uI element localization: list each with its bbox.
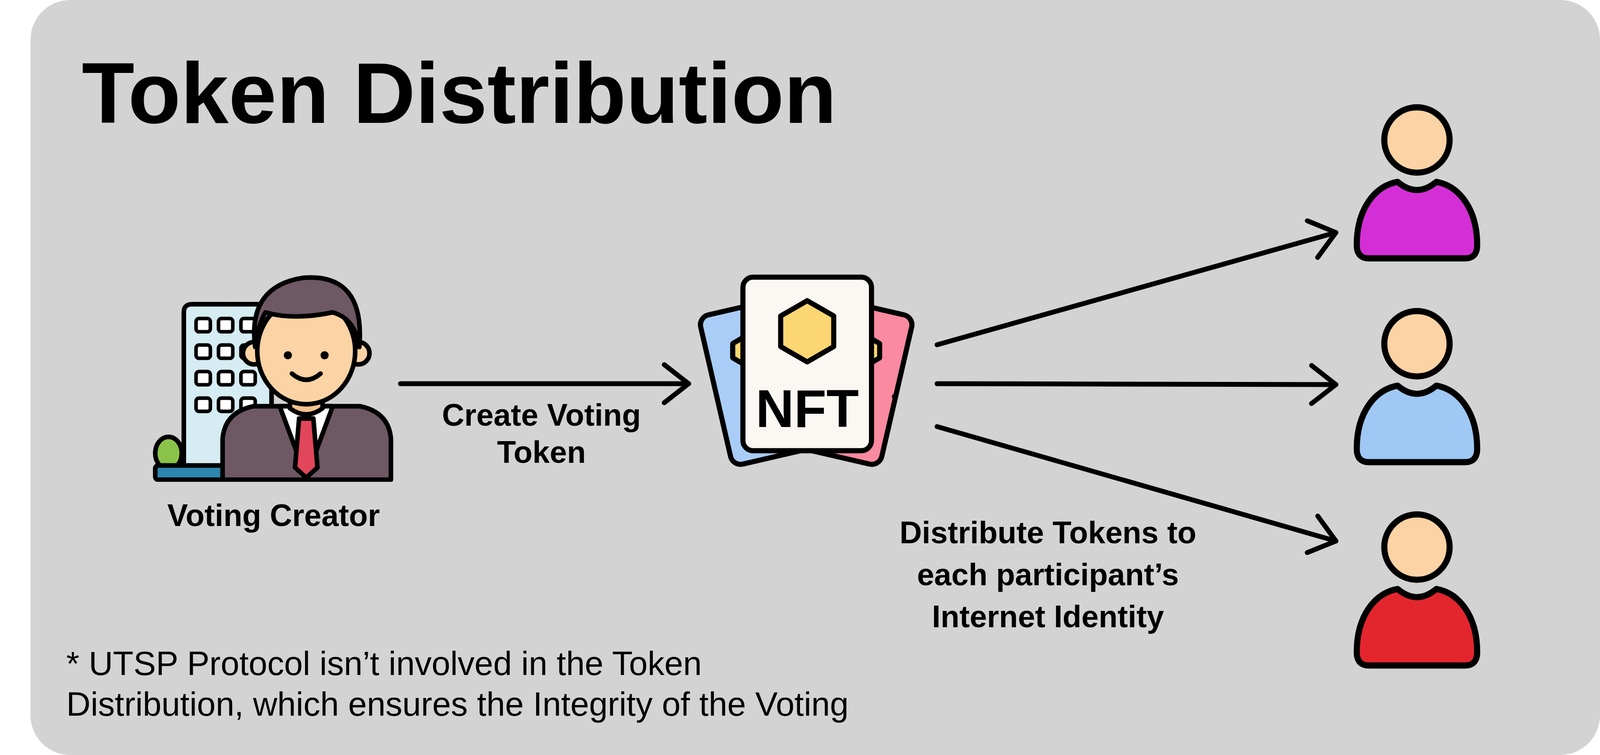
arrow-head bbox=[1307, 515, 1337, 553]
footnote: * UTSP Protocol isn’t involved in the To… bbox=[66, 643, 871, 725]
creator-node: Voting Creator bbox=[151, 267, 397, 534]
card-front bbox=[742, 277, 872, 451]
person-body bbox=[1356, 181, 1477, 259]
window bbox=[218, 398, 233, 412]
participant-node bbox=[1348, 98, 1490, 267]
edge-label: Distribute Tokens to each participant’s … bbox=[886, 511, 1210, 638]
edge-label: Create Voting Token bbox=[422, 396, 661, 471]
participant-icon bbox=[1348, 301, 1490, 471]
window bbox=[218, 371, 233, 385]
mouth bbox=[292, 373, 321, 380]
window bbox=[240, 371, 256, 385]
participant-node bbox=[1348, 505, 1490, 674]
hexagon bbox=[780, 300, 834, 362]
window bbox=[196, 345, 211, 359]
building-windows bbox=[196, 318, 256, 412]
connector-line bbox=[937, 383, 1337, 385]
window bbox=[218, 345, 233, 359]
connector-arrow bbox=[937, 220, 1337, 345]
diagram-title: Token Distribution bbox=[81, 49, 837, 137]
participant-icon bbox=[1348, 505, 1490, 674]
shirt bbox=[279, 406, 333, 478]
person-head bbox=[1383, 107, 1450, 173]
hair bbox=[254, 277, 360, 347]
tie bbox=[294, 418, 318, 478]
arrow-head bbox=[1311, 365, 1336, 404]
window bbox=[196, 371, 211, 385]
suit bbox=[222, 406, 392, 480]
nft-token-node: NFT bbox=[693, 274, 919, 469]
window bbox=[196, 318, 211, 332]
person-head bbox=[1383, 311, 1450, 377]
nft-cards-illustration bbox=[693, 274, 919, 469]
connector-line bbox=[937, 232, 1337, 345]
businessman-illustration bbox=[151, 267, 397, 482]
connector-line bbox=[400, 381, 689, 387]
person-head bbox=[1383, 514, 1450, 580]
card-dot bbox=[891, 393, 899, 400]
node-label: Voting Creator bbox=[164, 497, 383, 534]
person-body bbox=[1356, 385, 1477, 462]
person-body bbox=[1356, 588, 1477, 666]
eye bbox=[283, 350, 292, 359]
arrow-head bbox=[664, 364, 689, 403]
eye bbox=[320, 350, 329, 359]
token-label: NFT bbox=[749, 370, 866, 446]
arrow-head bbox=[1307, 220, 1337, 258]
window bbox=[218, 318, 233, 332]
window bbox=[196, 398, 211, 412]
connector-arrow bbox=[937, 365, 1337, 404]
participant-icon bbox=[1348, 98, 1490, 267]
participant-node bbox=[1348, 301, 1490, 471]
